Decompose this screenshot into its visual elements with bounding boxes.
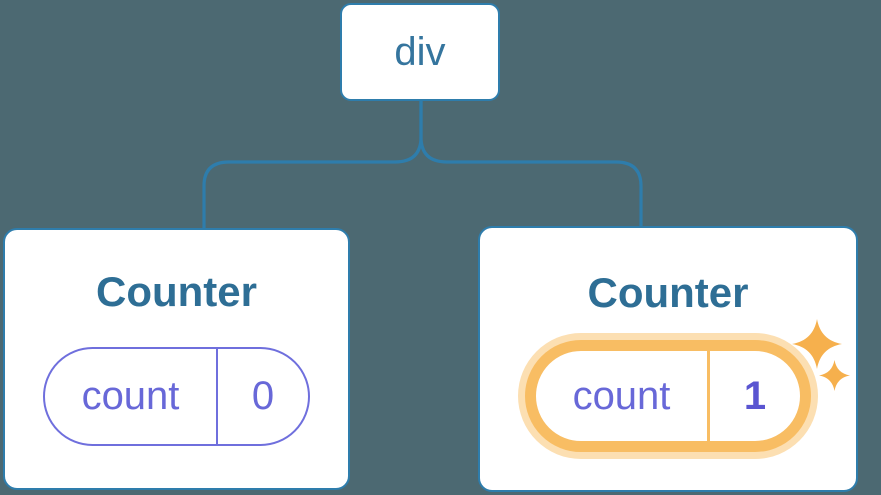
counter-title: Counter <box>96 268 257 315</box>
root-node-label: div <box>394 29 446 74</box>
state-pill-highlighted: count 1 <box>525 340 811 452</box>
sparkle-icon-small <box>819 360 850 391</box>
state-key: count <box>81 374 180 418</box>
tree-node-root: div <box>340 3 500 101</box>
state-value: 0 <box>216 349 308 444</box>
state-key: count <box>572 373 671 418</box>
sparkle-icon-large <box>792 319 842 369</box>
state-value: 1 <box>707 351 800 441</box>
state-pill: count 0 <box>43 347 310 446</box>
counter-title: Counter <box>587 269 749 316</box>
state-pill-wrap: count 0 <box>43 347 310 446</box>
connector-left-branch <box>202 101 423 228</box>
counter-node-right: Counter count 1 <box>478 226 858 492</box>
counter-node-left: Counter count 0 <box>3 228 350 490</box>
connector-right-branch <box>419 101 643 228</box>
state-pill-wrap: count 1 <box>525 319 850 452</box>
